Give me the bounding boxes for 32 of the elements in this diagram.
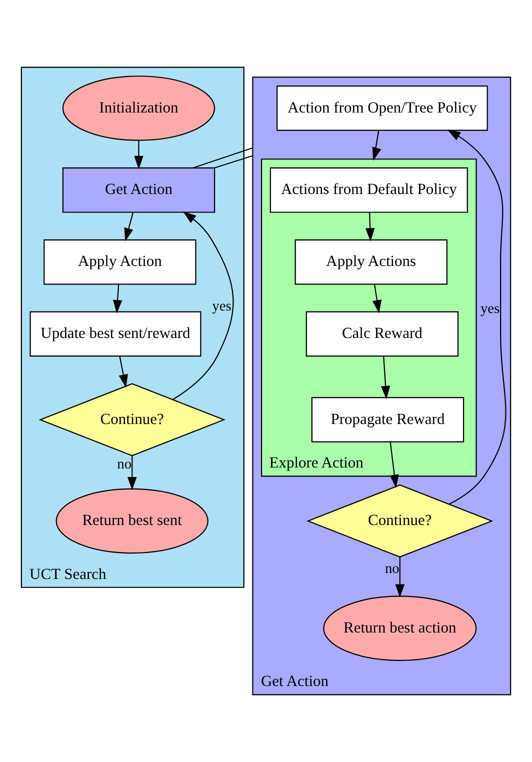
edge-label: yes xyxy=(480,301,500,318)
node-box: Apply Actions xyxy=(294,239,448,285)
arrow xyxy=(380,356,390,400)
node-ellipse: Return best sent xyxy=(56,488,208,554)
arrow xyxy=(127,456,137,490)
arrow xyxy=(118,356,128,388)
node-box: Actions from Default Policy xyxy=(270,167,468,213)
arrow xyxy=(390,442,399,488)
arrow xyxy=(395,557,405,598)
node-box: Calc Reward xyxy=(306,311,459,357)
arrow xyxy=(172,211,234,400)
edge-label: yes xyxy=(212,298,232,314)
node-box: Update best sent/reward xyxy=(30,311,202,357)
connector xyxy=(214,155,253,168)
node-box: Apply Action xyxy=(44,239,196,285)
arrow xyxy=(112,284,122,314)
node-diamond: Continue? xyxy=(38,383,226,456)
arrow xyxy=(365,212,375,242)
arrow xyxy=(134,140,144,170)
connector xyxy=(192,147,253,168)
edge-label: no xyxy=(117,456,132,472)
node-box: Propagate Reward xyxy=(311,397,464,442)
node-ellipse: Initialization xyxy=(62,76,216,141)
arrow xyxy=(124,212,134,242)
node-ellipse: Return best action xyxy=(323,596,477,661)
arrow xyxy=(447,130,506,505)
arrow xyxy=(372,284,382,314)
node-box: Get Action xyxy=(62,167,216,213)
arrow xyxy=(372,130,382,161)
node-box: Action from Open/Tree Policy xyxy=(276,86,488,131)
edge-label: no xyxy=(384,560,400,577)
node-diamond: Continue? xyxy=(306,484,494,558)
